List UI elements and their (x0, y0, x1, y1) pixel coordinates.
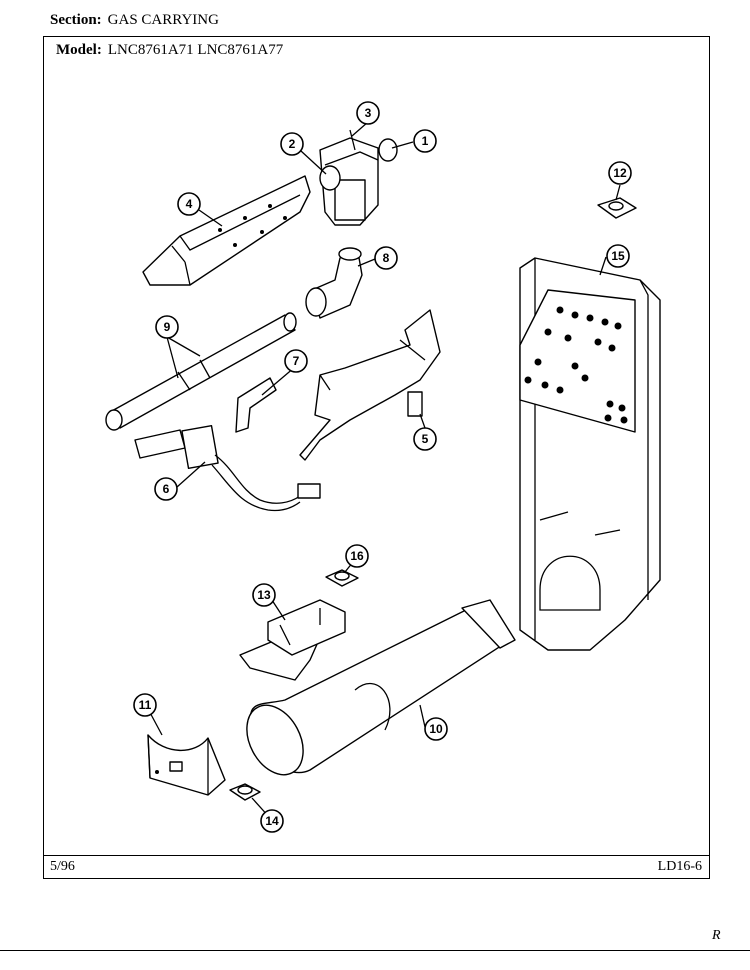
callout-7: 7 (284, 349, 308, 373)
part-14-sensor (229, 783, 261, 801)
callout-15: 15 (606, 244, 630, 268)
callout-1: 1 (413, 129, 437, 153)
part-5-mounting-bracket (299, 309, 441, 461)
callout-5-label: 5 (422, 432, 429, 446)
part-15-burner-housing (519, 257, 661, 651)
callout-12: 12 (608, 161, 632, 185)
callout-1-label: 1 (422, 134, 429, 148)
model-label: Model: (56, 42, 102, 58)
page-bottom-rule (0, 950, 750, 951)
callout-4-label: 4 (186, 197, 193, 211)
part-4-burner-tube (142, 175, 311, 286)
part-16-high-limit (325, 569, 359, 587)
callout-8: 8 (374, 246, 398, 270)
part-10-combustion-chamber (246, 599, 516, 776)
callout-9-label: 9 (164, 320, 171, 334)
callout-8-label: 8 (383, 251, 390, 265)
part-6-igniter (134, 424, 321, 512)
section-value: GAS CARRYING (107, 12, 219, 28)
footer-divider (43, 855, 710, 856)
part-9-pipe (105, 312, 297, 431)
diagram-frame (43, 36, 710, 879)
callout-6-label: 6 (163, 482, 170, 496)
callout-2: 2 (280, 132, 304, 156)
corner-mark: R (712, 928, 721, 943)
callout-2-label: 2 (289, 137, 296, 151)
part-7-bracket (235, 377, 277, 433)
model-heading: Model: LNC8761A71 LNC8761A77 (56, 42, 283, 59)
callout-10-label: 10 (429, 722, 443, 736)
callout-13: 13 (252, 583, 276, 607)
callout-10: 10 (424, 717, 448, 741)
part-8-elbow-fitting (305, 247, 363, 319)
callout-5: 5 (413, 427, 437, 451)
callout-4: 4 (177, 192, 201, 216)
callout-14-label: 14 (265, 814, 279, 828)
part-12-thermostat (597, 197, 637, 219)
callout-16-label: 16 (350, 549, 364, 563)
model-value: LNC8761A71 LNC8761A77 (107, 42, 284, 58)
callout-13-label: 13 (257, 588, 271, 602)
part-3-valve-assembly (319, 129, 398, 226)
footer-page-code: LD16-6 (657, 859, 702, 874)
callout-7-label: 7 (293, 354, 300, 368)
callout-14: 14 (260, 809, 284, 833)
callout-9: 9 (155, 315, 179, 339)
section-label: Section: (50, 12, 102, 28)
part-13-bracket-assembly (239, 599, 346, 681)
callout-11-label: 11 (139, 698, 152, 712)
part-11-flame-shield (147, 734, 226, 796)
callout-11: 11 (133, 693, 157, 717)
callout-12-label: 12 (613, 166, 627, 180)
callout-6: 6 (154, 477, 178, 501)
footer-date: 5/96 (50, 859, 75, 874)
section-heading: Section: GAS CARRYING (50, 12, 219, 29)
callout-15-label: 15 (611, 249, 625, 263)
callout-3: 3 (356, 101, 380, 125)
callout-16: 16 (345, 544, 369, 568)
callout-3-label: 3 (365, 106, 372, 120)
